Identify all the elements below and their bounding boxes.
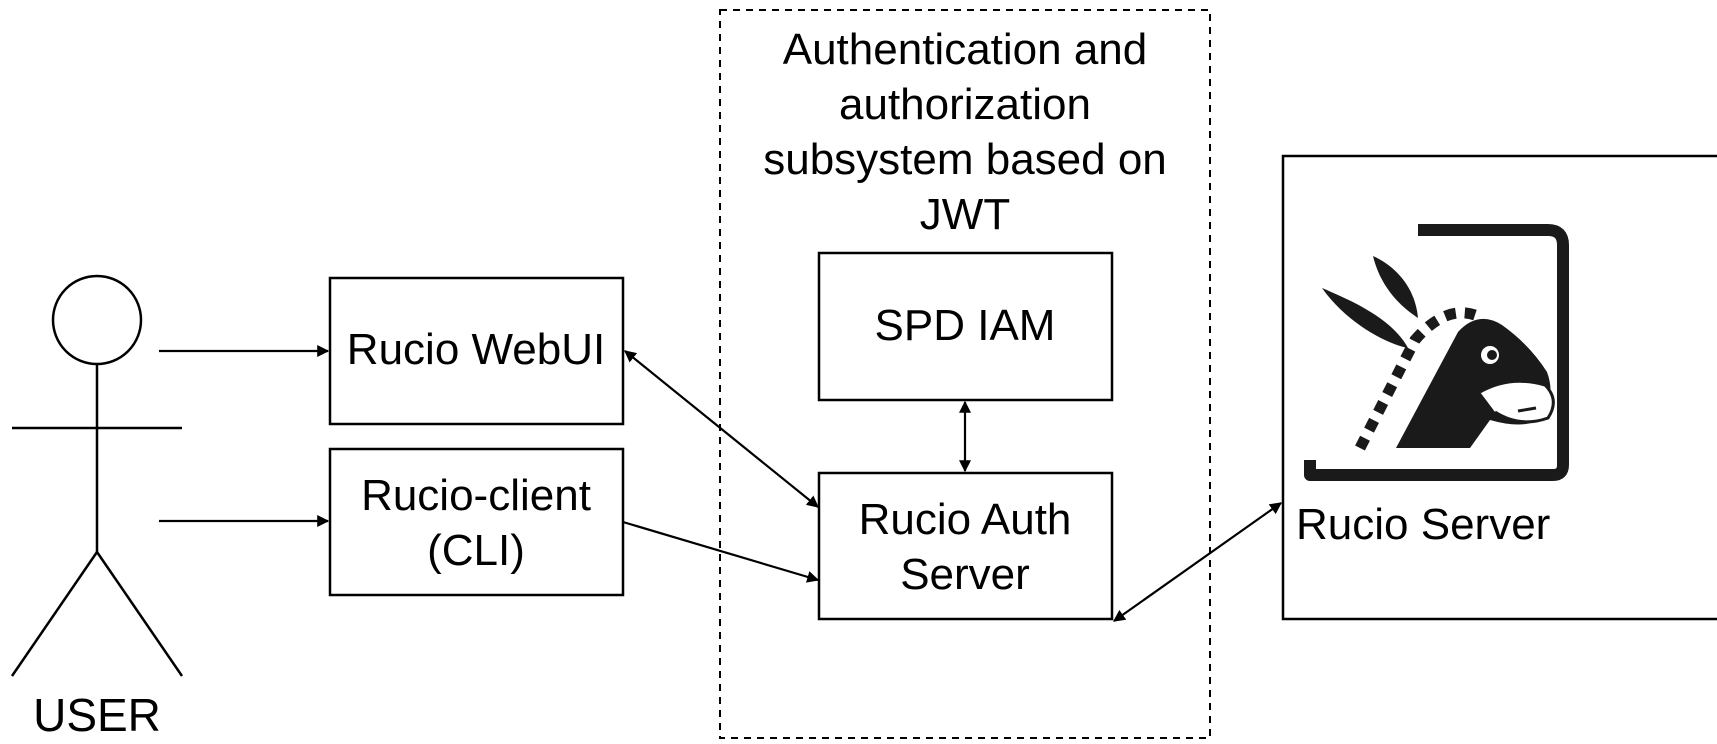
subsystem-title-line-3: subsystem based on (763, 135, 1167, 184)
rucio-logo-ear-front (1373, 256, 1418, 318)
subsystem-title-line-4: JWT (920, 190, 1010, 239)
spd-iam-box (817, 251, 1114, 402)
arrow-webui-auth-bidirectional (624, 350, 819, 508)
arrow-auth-rucio-server-bidirectional (1113, 502, 1282, 622)
connectors (159, 345, 1282, 622)
rucio-client-label-line-1: Rucio-client (361, 471, 591, 520)
user-left-leg (10, 551, 99, 677)
rucio-webui-box (328, 276, 625, 426)
rucio-webui-label: Rucio WebUI (347, 325, 605, 374)
user-label: USER (33, 689, 161, 741)
rucio-logo-mane (1355, 307, 1477, 451)
spd-iam-label: SPD IAM (875, 301, 1056, 350)
rucio-logo-icon (1304, 224, 1569, 481)
rucio-server-node: Rucio Server (1281, 154, 1717, 621)
rucio-logo-mouth (1517, 406, 1537, 413)
auth-subsystem-title: Authentication and authorization subsyst… (763, 25, 1167, 239)
rucio-auth-server-label-line-2: Server (900, 550, 1030, 599)
subsystem-title-line-2: authorization (839, 80, 1091, 129)
user-head (51, 274, 143, 366)
rucio-client-label-line-2: (CLI) (427, 526, 525, 575)
rucio-logo-pupil (1487, 350, 1497, 360)
spd-iam-node: SPD IAM (817, 251, 1114, 402)
rucio-auth-server-label-line-1: Rucio Auth (859, 495, 1072, 544)
user-actor-figure (10, 274, 184, 677)
rucio-auth-server-box (817, 471, 1114, 621)
rucio-logo-ear-back (1322, 288, 1408, 348)
rucio-client-box (328, 447, 625, 597)
rucio-auth-server-node: Rucio Auth Server (817, 471, 1114, 621)
rucio-client-node: Rucio-client (CLI) (328, 447, 625, 597)
rucio-webui-node: Rucio WebUI (328, 276, 625, 426)
arrow-client-to-auth (622, 520, 820, 583)
rucio-server-label: Rucio Server (1296, 500, 1550, 549)
user-right-leg (95, 551, 184, 677)
rucio-logo-frame (1304, 224, 1569, 481)
subsystem-title-line-1: Authentication and (783, 25, 1148, 74)
rucio-logo-muzzle (1479, 379, 1555, 424)
